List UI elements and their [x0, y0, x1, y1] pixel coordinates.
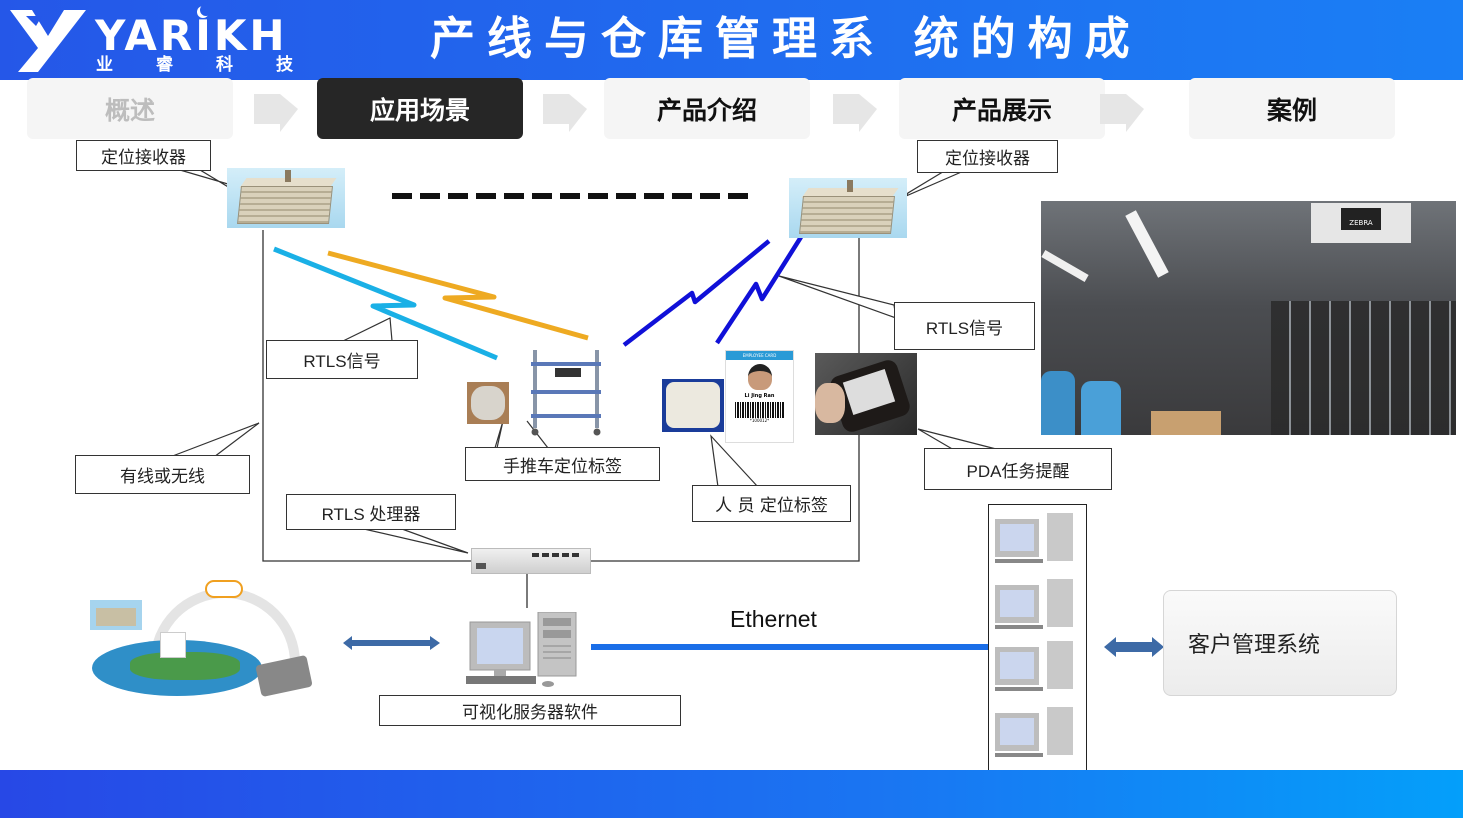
callout-wired-wireless: 有线或无线 — [75, 455, 250, 494]
wired-line-right — [590, 236, 860, 562]
chevron-right-icon — [543, 94, 587, 132]
chevron-right-icon — [833, 94, 877, 132]
callout-pointer — [342, 317, 393, 342]
client-pc-icon — [995, 579, 1073, 629]
double-arrow-left — [343, 636, 440, 650]
callout-pointer — [494, 420, 504, 449]
barcode — [734, 402, 785, 418]
tab-product-intro[interactable]: 产品介绍 — [604, 78, 810, 139]
header-bar — [0, 0, 1463, 80]
cart-image — [531, 350, 601, 436]
callout-cart-tag: 手推车定位标签 — [465, 447, 660, 481]
tab-overview[interactable]: 概述 — [27, 78, 233, 139]
logo-y-icon — [10, 10, 86, 72]
client-pc-icon — [995, 707, 1073, 757]
callout-pointer — [526, 420, 549, 449]
employee-name: Li Jing Ran — [744, 393, 775, 399]
client-pc-icon — [995, 513, 1073, 563]
chevron-right-icon — [254, 94, 298, 132]
callout-pointer — [710, 434, 760, 488]
client-pc-icon — [995, 641, 1073, 691]
cart-tag-image — [467, 382, 509, 424]
rtls-signal-blue-1 — [622, 239, 771, 347]
rtls-signal-cyan — [273, 246, 498, 361]
pda-image — [815, 353, 917, 435]
callout-rtls-signal-left: RTLS信号 — [266, 340, 418, 379]
employee-card-header: EMPLOYEE CARD — [726, 351, 793, 360]
callout-rtls-signal-right: RTLS信号 — [894, 302, 1035, 350]
rtls-workflow-illustration — [80, 580, 315, 710]
employee-photo — [747, 364, 772, 390]
server-pc-icon — [466, 612, 577, 687]
callout-pda: PDA任务提醒 — [924, 448, 1112, 490]
rtls-signal-orange — [327, 250, 589, 341]
logo-subtitle: 业睿科技 — [96, 55, 336, 75]
callout-pointer — [904, 169, 967, 198]
callout-pointer — [363, 528, 469, 554]
callout-pointer — [778, 275, 897, 319]
double-arrow-right — [1104, 637, 1164, 657]
person-tag-image — [662, 379, 724, 432]
page-title: 产线与仓库管理系 统的构成 — [430, 12, 1142, 65]
logo-text: YARIKH — [95, 11, 288, 60]
callout-server-software: 可视化服务器软件 — [379, 695, 681, 726]
callout-person-tag: 人 员 定位标签 — [692, 485, 851, 522]
callout-rtls-processor: RTLS 处理器 — [286, 494, 456, 530]
employee-card: EMPLOYEE CARD Li Jing Ran *100012* — [725, 350, 794, 443]
callout-pointer — [169, 422, 260, 458]
ethernet-label: Ethernet — [730, 606, 817, 632]
factory-photo: ZEBRA — [1041, 201, 1456, 435]
receiver-left-image — [227, 168, 345, 228]
callout-pointer — [179, 169, 232, 190]
chevron-right-icon — [1100, 94, 1144, 132]
barcode-number: *100012* — [749, 418, 770, 423]
client-pc-icons — [995, 513, 1073, 757]
tab-cases[interactable]: 案例 — [1189, 78, 1395, 139]
tab-application-scenarios[interactable]: 应用场景 — [317, 78, 523, 139]
footer-bar — [0, 770, 1463, 818]
receiver-right-image — [789, 178, 907, 238]
wired-line-left — [262, 230, 472, 562]
factory-sign: ZEBRA — [1311, 203, 1411, 243]
callout-pointer — [917, 428, 1001, 451]
rtls-signal-blue-2 — [715, 235, 803, 345]
client-pc-stack — [988, 504, 1087, 777]
tab-product-showcase[interactable]: 产品展示 — [899, 78, 1105, 139]
crm-system-box: 客户管理系统 — [1163, 590, 1397, 696]
callout-receiver-right: 定位接收器 — [917, 140, 1058, 173]
rtls-processor-image — [471, 548, 591, 574]
callout-receiver-left: 定位接收器 — [76, 140, 211, 171]
